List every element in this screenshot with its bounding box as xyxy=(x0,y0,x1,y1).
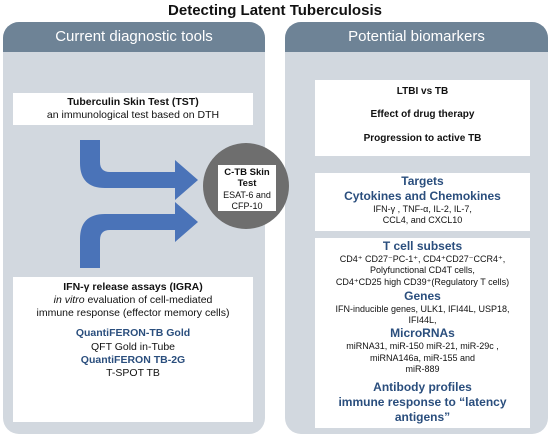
antibody-heading: Antibody profiles xyxy=(373,380,472,394)
ctb-line2: CFP-10 xyxy=(231,200,263,211)
ctb-title: C-TB Skin Test xyxy=(224,167,270,190)
microrna-line3: miR-889 xyxy=(405,363,440,374)
genes-line2: IFI44L, xyxy=(408,315,437,325)
antibody-line1: immune response to “latency xyxy=(338,395,507,409)
item-ltbi-vs-tb: LTBI vs TB xyxy=(396,86,449,97)
right-panel-header: Potential biomarkers xyxy=(285,22,548,52)
lower-arrow xyxy=(80,202,198,268)
igra-test-tspot: T-SPOT TB xyxy=(106,366,160,379)
microrna-line2: miRNA146a, miR-155 and xyxy=(369,352,476,363)
ctb-line1: ESAT-6 and xyxy=(223,189,271,200)
targets-label: Targets xyxy=(401,174,444,188)
igra-box: IFN-γ release assays (IGRA) in vitro eva… xyxy=(13,277,253,422)
microrna-line1: miRNA31, miR-150 miR-21, miR-29c , xyxy=(346,341,499,352)
ctb-box: C-TB Skin Test ESAT-6 and CFP-10 xyxy=(218,165,276,211)
antibody-line2: antigens” xyxy=(394,410,451,424)
igra-test-quantiferon-gold: QuantiFERON-TB Gold xyxy=(75,327,191,340)
genes-line1: IFN-inducible genes, ULK1, IFI44L, USP18… xyxy=(335,303,510,314)
tst-title: Tuberculin Skin Test (TST) xyxy=(67,96,199,108)
tcell-line1: CD4⁺ CD27⁻PC-1⁺, CD4⁺CD27⁻CCR4⁺, xyxy=(339,254,506,264)
biomarkers-box: T cell subsets CD4⁺ CD27⁻PC-1⁺, CD4⁺CD27… xyxy=(315,238,530,428)
comparison-box: LTBI vs TB Effect of drug therapy Progre… xyxy=(315,80,530,156)
upper-arrow xyxy=(80,140,198,200)
item-progression: Progression to active TB xyxy=(363,133,482,144)
targets-box: Targets Cytokines and Chemokines IFN-γ ,… xyxy=(315,173,530,231)
igra-desc-rest: evaluation of cell-mediated xyxy=(84,294,213,307)
igra-test-qft-in-tube: QFT Gold in-Tube xyxy=(90,340,176,353)
diagram-title: Detecting Latent Tuberculosis xyxy=(168,2,382,19)
tst-box: Tuberculin Skin Test (TST) an immunologi… xyxy=(13,93,253,125)
tcell-line2: Polyfunctional CD4T cells, xyxy=(370,265,475,276)
cytokines-line1: IFN-γ , TNF-α, IL-2, IL-7, xyxy=(373,204,472,214)
cytokines-heading: Cytokines and Chemokines xyxy=(344,189,501,203)
igra-desc-italic: in vitro xyxy=(53,294,85,307)
microrna-heading: MicroRNAs xyxy=(390,326,455,341)
genes-heading: Genes xyxy=(404,288,441,303)
tst-desc: an immunological test based on DTH xyxy=(46,109,220,122)
tcell-line3: CD4⁺CD25 high CD39⁺(Regulatory T cells) xyxy=(335,276,510,287)
tcell-heading: T cell subsets xyxy=(382,239,463,253)
igra-desc-line1: in vitro evaluation of cell-mediated xyxy=(13,294,253,307)
cytokines-line2: CCL4, and CXCL10 xyxy=(382,215,463,226)
igra-test-quantiferon-2g: QuantiFERON TB-2G xyxy=(80,353,186,366)
igra-title: IFN-γ release assays (IGRA) xyxy=(63,281,203,293)
igra-desc-line2: immune response (effector memory cells) xyxy=(36,307,230,320)
left-panel-header: Current diagnostic tools xyxy=(3,22,265,52)
item-drug-therapy: Effect of drug therapy xyxy=(370,109,475,120)
